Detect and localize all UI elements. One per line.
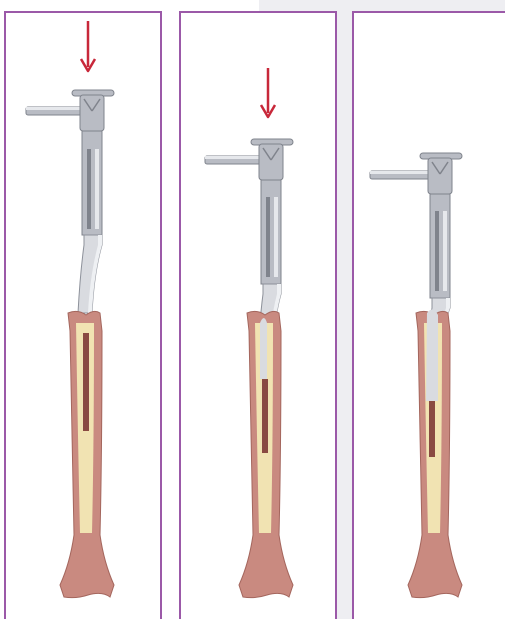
- panel-step-2-illustration: [181, 13, 339, 621]
- bone-cross-section: [60, 311, 114, 597]
- down-arrow-icon: [81, 21, 95, 71]
- panel-step-1: [4, 11, 162, 619]
- panel-step-2: [179, 11, 337, 619]
- panel-step-3-illustration: [354, 13, 505, 621]
- bone-cross-section: [239, 311, 293, 597]
- bone-cross-section: [408, 309, 462, 597]
- impactor-instrument: [26, 90, 114, 313]
- panel-step-3: [352, 11, 505, 619]
- down-arrow-icon: [261, 68, 275, 117]
- panel-step-1-illustration: [6, 13, 164, 621]
